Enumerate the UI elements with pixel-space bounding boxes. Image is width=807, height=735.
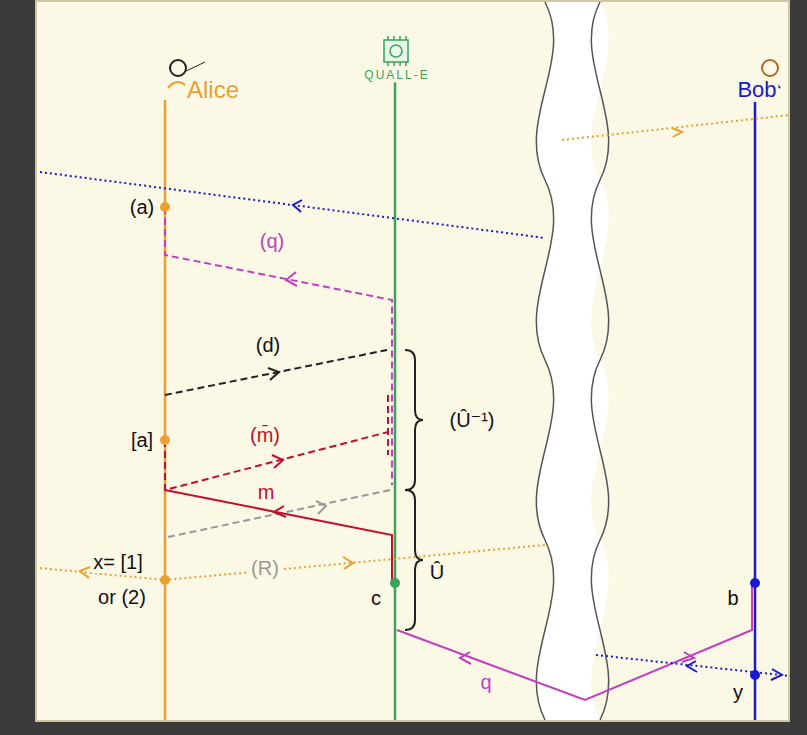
signal-label: q: [478, 671, 493, 693]
agent-name: Bob: [735, 78, 778, 102]
operation-label: (Û⁻¹): [448, 409, 497, 431]
panel-ground: [35, 0, 790, 722]
event-label: or (2): [96, 586, 148, 608]
agent-name: Alice: [185, 77, 241, 103]
signal-label: (R): [249, 557, 281, 579]
event-label: (a): [128, 196, 156, 218]
event-label: y: [731, 681, 745, 703]
signal-label: (m̄): [248, 424, 282, 446]
event-label: [a]: [129, 429, 155, 451]
signal-label: (q): [258, 230, 286, 252]
signal-label: (d): [254, 334, 282, 356]
operation-label: Û: [428, 561, 446, 583]
agent-name: QUALL-E: [362, 69, 431, 82]
event-label: b: [725, 587, 740, 609]
event-label: c: [369, 587, 383, 609]
signal-label: m: [256, 481, 277, 503]
event-label: x= [1]: [91, 551, 144, 573]
